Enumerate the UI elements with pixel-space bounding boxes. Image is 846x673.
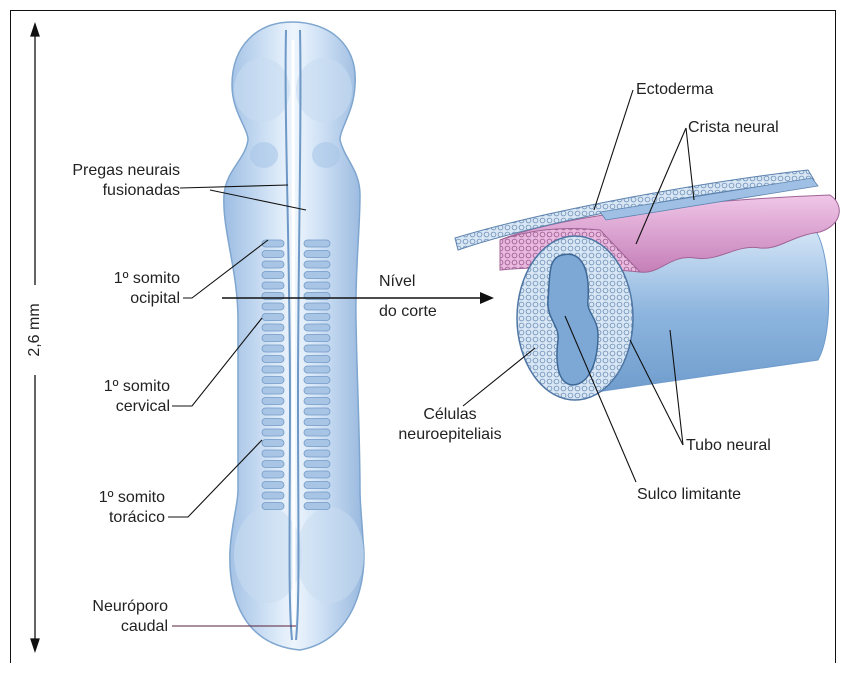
- somite-left: [262, 377, 284, 384]
- somite-right: [304, 429, 330, 436]
- somite-left: [262, 387, 284, 394]
- somite-right: [304, 251, 330, 258]
- label-pregas-line2: fusionadas: [60, 181, 180, 201]
- label-ectoderma: Ectoderma: [636, 80, 713, 100]
- somite-right: [304, 282, 330, 289]
- somite-left: [262, 240, 284, 247]
- label-pregas-line1: Pregas neurais: [60, 161, 180, 181]
- label-tubo-neural: Tubo neural: [686, 436, 771, 456]
- somite-left: [262, 314, 284, 321]
- label-neuroporo-line2: caudal: [48, 617, 168, 637]
- scale-label: 2,6 mm: [25, 300, 45, 360]
- somite-left: [262, 251, 284, 258]
- somite-left: [262, 471, 284, 478]
- somite-left: [262, 366, 284, 373]
- somite-right: [304, 356, 330, 363]
- somite-right: [304, 366, 330, 373]
- label-crista-neural: Crista neural: [688, 118, 779, 138]
- somite-right: [304, 387, 330, 394]
- somite-left: [262, 303, 284, 310]
- label-somito-cervical-line1: 1º somito: [50, 377, 170, 397]
- somite-left: [262, 324, 284, 331]
- somite-right: [304, 440, 330, 447]
- somite-left: [262, 398, 284, 405]
- somite-left: [262, 335, 284, 342]
- somite-right: [304, 324, 330, 331]
- somite-left: [262, 440, 284, 447]
- somite-right: [304, 471, 330, 478]
- somite-right: [304, 482, 330, 489]
- label-celulas-line1: Células: [385, 405, 515, 425]
- somite-left: [262, 429, 284, 436]
- somite-right: [304, 345, 330, 352]
- somite-right: [304, 314, 330, 321]
- label-sulco-limitante: Sulco limitante: [637, 485, 741, 505]
- somite-left: [262, 503, 284, 510]
- somite-right: [304, 335, 330, 342]
- label-neuroporo-line1: Neuróporo: [48, 597, 168, 617]
- somite-left: [262, 282, 284, 289]
- somite-left: [262, 356, 284, 363]
- somite-right: [304, 492, 330, 499]
- somite-right: [304, 450, 330, 457]
- somite-right: [304, 408, 330, 415]
- somite-right: [304, 461, 330, 468]
- somite-right: [304, 398, 330, 405]
- label-somito-occipital-line2: ocipital: [60, 289, 180, 309]
- embryo-body: [224, 22, 364, 650]
- label-somito-toracico-line1: 1º somito: [45, 488, 165, 508]
- label-celulas-line2: neuroepiteliais: [385, 425, 515, 445]
- label-somito-cervical-line2: cervical: [50, 397, 170, 417]
- somite-right: [304, 240, 330, 247]
- somite-right: [304, 303, 330, 310]
- label-somito-toracico-line2: torácico: [45, 508, 165, 528]
- somite-left: [262, 408, 284, 415]
- label-nivel-line1: Nível: [379, 272, 415, 292]
- somite-left: [262, 492, 284, 499]
- somite-left: [262, 419, 284, 426]
- somite-left: [262, 482, 284, 489]
- somite-left: [262, 450, 284, 457]
- somite-right: [304, 272, 330, 279]
- somite-right: [304, 261, 330, 268]
- somite-left: [262, 261, 284, 268]
- label-somito-occipital-line1: 1º somito: [60, 269, 180, 289]
- somite-left: [262, 272, 284, 279]
- somite-right: [304, 503, 330, 510]
- somite-left: [262, 345, 284, 352]
- label-nivel-line2: do corte: [379, 302, 437, 322]
- somite-right: [304, 419, 330, 426]
- somite-left: [262, 461, 284, 468]
- somite-right: [304, 377, 330, 384]
